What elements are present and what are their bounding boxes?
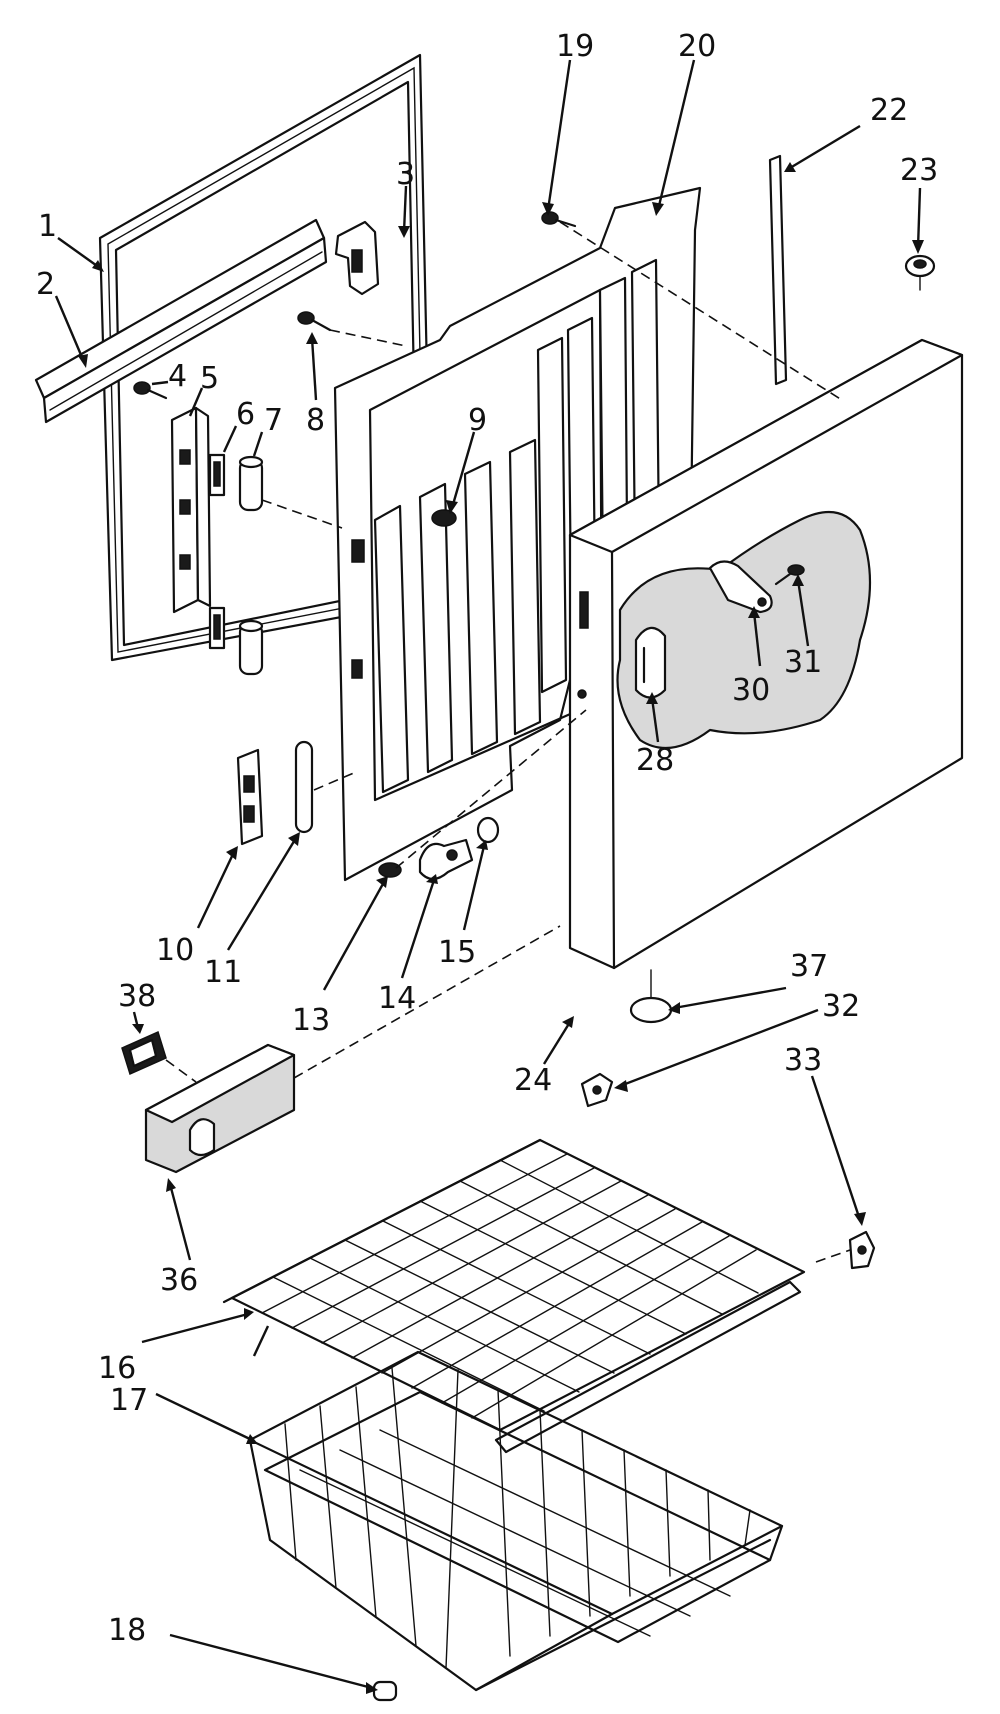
- callout-31: 31: [784, 645, 822, 680]
- callout-4: 4: [168, 359, 187, 394]
- callout-32: 32: [822, 989, 860, 1024]
- callout-11: 11: [204, 955, 242, 990]
- screw-8: [297, 311, 332, 332]
- lock-nut: [378, 862, 402, 878]
- callout-24: 24: [514, 1063, 552, 1098]
- strike-gasket: [294, 740, 314, 834]
- basket-foot: [372, 1680, 398, 1702]
- callout-20: 20: [678, 29, 716, 64]
- callout-5: 5: [200, 361, 219, 396]
- callout-36: 36: [160, 1263, 198, 1298]
- shelf-support-33: [848, 1230, 876, 1270]
- screw-4: [133, 381, 168, 400]
- hinge-pin: [238, 455, 264, 676]
- callout-22: 22: [870, 93, 908, 128]
- strike-plate: [236, 748, 264, 846]
- callout-17: 17: [110, 1383, 148, 1418]
- door-handle: [144, 1043, 296, 1174]
- callout-23: 23: [900, 153, 938, 188]
- callout-8: 8: [306, 403, 325, 438]
- lock-cylinder: [418, 838, 474, 881]
- callout-2: 2: [36, 267, 55, 302]
- callout-15: 15: [438, 935, 476, 970]
- lock-washer: [476, 816, 500, 844]
- callout-37: 37: [790, 949, 828, 984]
- callout-14: 14: [378, 981, 416, 1016]
- callout-13: 13: [292, 1003, 330, 1038]
- leader-arrows: [54, 59, 924, 1694]
- callout-1: 1: [38, 209, 57, 244]
- door-stop-part: [334, 220, 380, 296]
- callout-labels: 1 2 3 4 5 6 7 8 9 10 11 13 14 15 16 17 1…: [36, 29, 938, 1648]
- callout-18: 18: [108, 1613, 146, 1648]
- wire-shelf: [222, 1138, 806, 1454]
- callout-30: 30: [732, 673, 770, 708]
- door-trim-strip: [768, 154, 788, 386]
- callout-9: 9: [468, 403, 487, 438]
- wire-basket: [248, 1350, 784, 1692]
- shelf-support-32: [580, 1072, 614, 1108]
- callout-38: 38: [118, 979, 156, 1014]
- handle-gasket: [121, 1030, 167, 1076]
- hinge-shim: [208, 453, 226, 650]
- callout-3: 3: [396, 157, 415, 192]
- callout-6: 6: [236, 397, 255, 432]
- door-rail: [34, 218, 328, 424]
- callout-28: 28: [636, 743, 674, 778]
- callout-16: 16: [98, 1351, 136, 1386]
- cap-nut: [904, 254, 936, 291]
- screw-19: [541, 211, 577, 228]
- callout-10: 10: [156, 933, 194, 968]
- outer-door-panel: [568, 338, 964, 970]
- callout-7: 7: [264, 403, 283, 438]
- door-foot: [629, 969, 673, 1024]
- callout-33: 33: [784, 1043, 822, 1078]
- hinge-bracket: [170, 406, 212, 614]
- assembly-lines: [165, 221, 851, 1263]
- callout-19: 19: [556, 29, 594, 64]
